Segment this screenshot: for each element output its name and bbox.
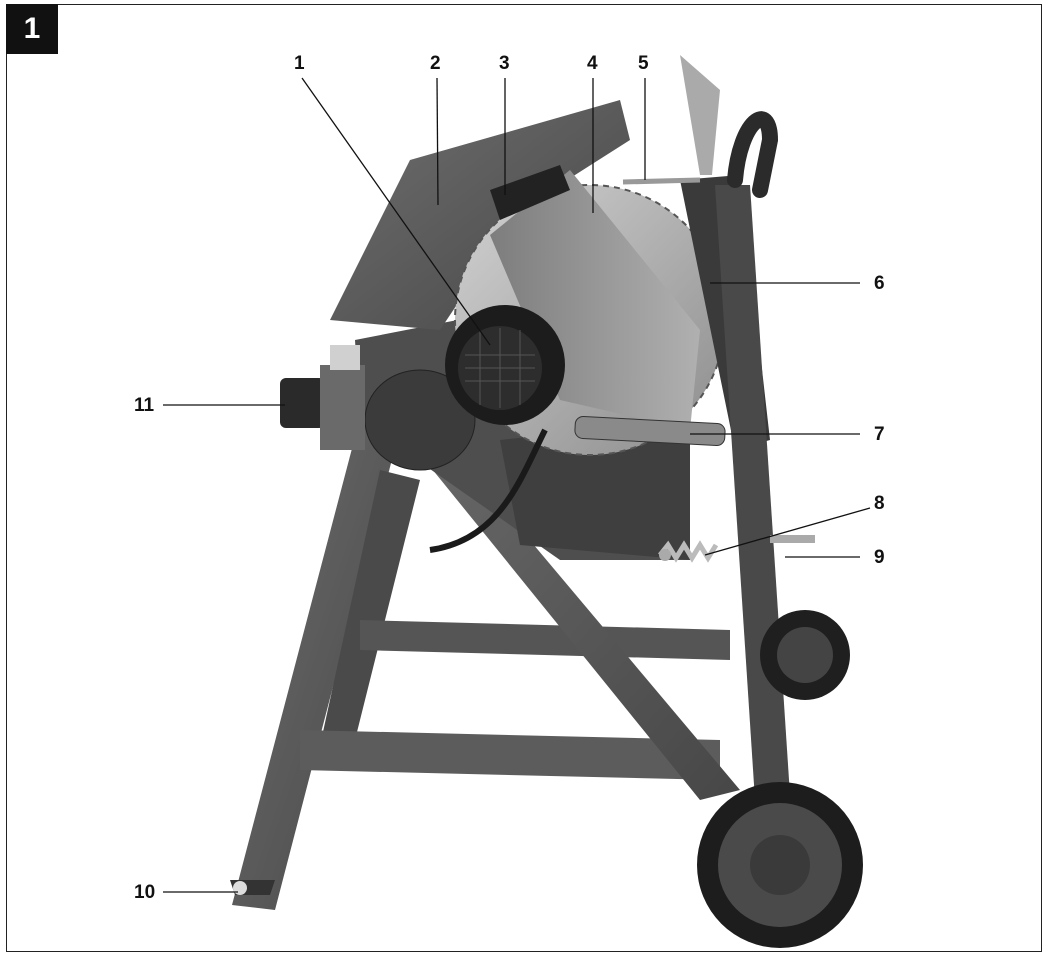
callout-7: 7: [874, 424, 885, 445]
figure-frame: [6, 4, 1042, 952]
callout-4: 4: [587, 53, 598, 74]
callout-11: 11: [134, 395, 155, 416]
top-guard: [330, 100, 630, 330]
callout-5: 5: [638, 53, 649, 74]
holding-arm: [574, 415, 726, 447]
switch: [280, 345, 365, 450]
figure-number-badge: 1: [6, 4, 58, 54]
small-wheel: [760, 610, 850, 700]
motor: [429, 305, 565, 553]
spring-assembly: [658, 535, 815, 563]
callout-9: 9: [874, 547, 885, 568]
callout-1: 1: [294, 53, 305, 74]
callout-2: 2: [430, 53, 441, 74]
callout-6: 6: [874, 273, 885, 294]
callout-3: 3: [499, 53, 510, 74]
leader-lines: [163, 77, 871, 893]
blade-guard: [490, 165, 700, 430]
large-wheel: [697, 782, 863, 948]
callout-10: 10: [134, 882, 156, 903]
callout-8: 8: [874, 493, 885, 514]
